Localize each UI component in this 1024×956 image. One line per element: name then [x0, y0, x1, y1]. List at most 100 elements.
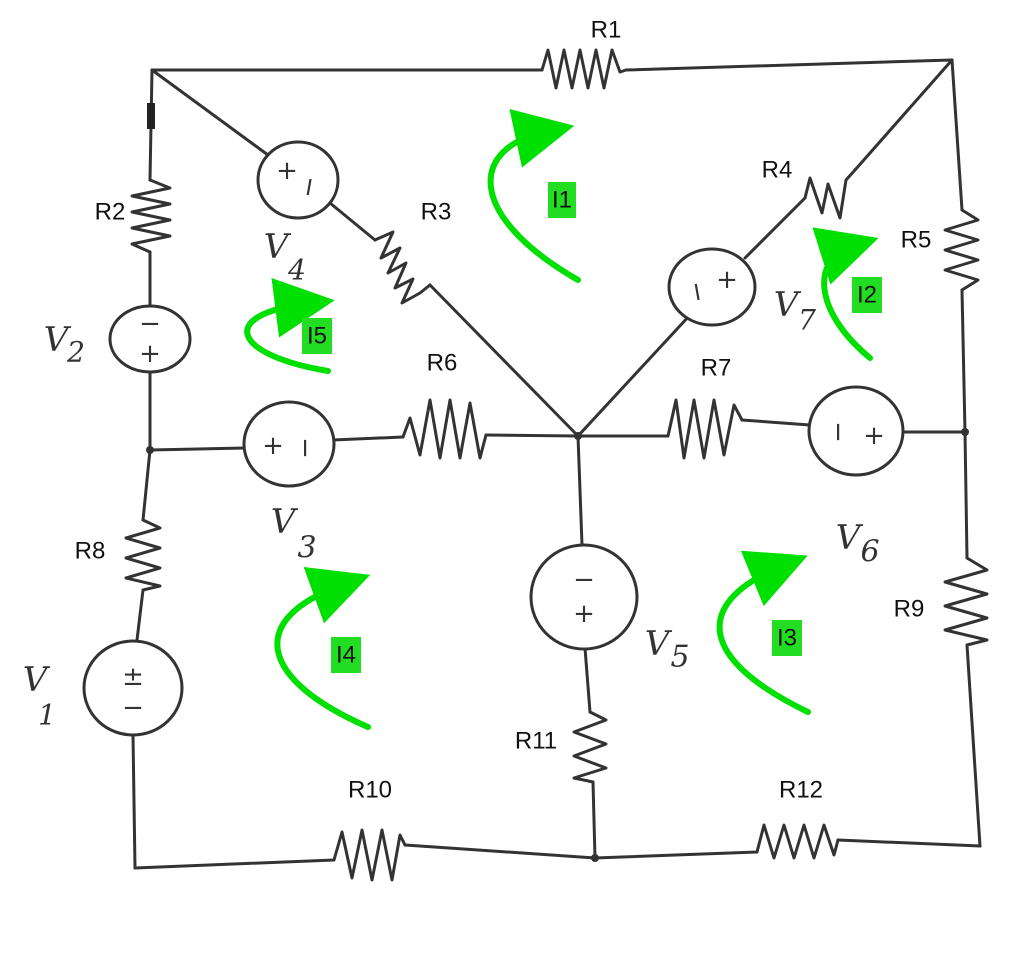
resistors	[124, 48, 989, 882]
label-v7: V 7	[774, 285, 816, 337]
source-v1-body	[82, 639, 184, 737]
source-v4-right-sign: −	[292, 174, 325, 201]
label-r7: R7	[701, 355, 732, 382]
wire-mid-left-c	[484, 433, 580, 438]
wire-centre-v5	[576, 434, 584, 547]
wire-mid-left-b	[331, 435, 405, 442]
label-r11: R11	[515, 728, 557, 755]
label-r3: R3	[421, 199, 452, 226]
source-v3-body	[242, 400, 336, 488]
wire-bottom-right-a	[593, 850, 759, 860]
loop-label-i5-text: I5	[307, 323, 327, 350]
source-v1-top-sign: ±	[122, 662, 144, 692]
wire-top-right	[624, 58, 954, 72]
label-v5-letter: V	[645, 624, 673, 664]
label-v6: V 6	[836, 518, 880, 570]
wire-v5-r11	[583, 646, 592, 714]
loop-currents: I1 I2 I3 I4 I5	[244, 108, 882, 730]
source-v3-right-sign: −	[290, 437, 320, 459]
source-v7-right-sign: +	[716, 265, 738, 295]
resistor-r11	[572, 710, 608, 784]
resistor-labels: R1 R2 R3 R4 R5 R6 R7 R8 R9 R10 R11 R12	[75, 17, 932, 804]
source-v5-top-sign: −	[573, 565, 595, 595]
resistor-r4	[803, 168, 857, 220]
loop-arrow-i1	[487, 108, 581, 283]
label-v7-letter: V	[774, 285, 802, 325]
label-r8: R8	[75, 538, 106, 565]
resistor-r1	[540, 48, 628, 90]
source-labels: V 1 V 2 V 3 V 4 V 5 V 6 V 7	[23, 227, 880, 732]
label-v3-sub: 3	[297, 531, 316, 566]
source-v2-body	[108, 304, 192, 374]
resistor-r6	[401, 398, 488, 460]
junction-left-mid	[146, 446, 154, 454]
label-v4-letter: V	[264, 227, 292, 267]
label-v6-sub: 6	[860, 535, 879, 570]
source-v2: − +	[108, 304, 192, 374]
label-r10: R10	[348, 777, 392, 804]
loop-label-i2-text: I2	[857, 282, 877, 309]
source-v2-top-sign: −	[139, 309, 161, 339]
source-v4-left-sign: +	[276, 156, 298, 186]
wire-diag-left-c	[428, 283, 580, 438]
wire-bottom-right-b	[836, 838, 982, 848]
wire-r9-bottom	[965, 643, 982, 848]
label-v1: V 1	[23, 660, 56, 732]
label-r2: R2	[95, 199, 126, 226]
wire-r11-bottom	[591, 780, 597, 860]
wire-node-r9	[963, 430, 969, 560]
label-r4: R4	[762, 157, 793, 184]
wire-bottom-mid	[403, 843, 597, 860]
junction-bottom-mid	[591, 854, 599, 862]
resistor-r12	[755, 823, 840, 860]
source-v1: ± −	[82, 639, 184, 737]
loop-label-i4-bg	[331, 637, 361, 673]
wire-r8-v1	[135, 588, 145, 642]
source-v5-body	[529, 543, 639, 651]
label-v3-letter: V	[271, 502, 299, 542]
source-v3-left-sign: +	[262, 431, 284, 461]
label-v4: V 4	[264, 227, 306, 287]
loop-label-i3-text: I3	[777, 625, 797, 652]
source-v5: − +	[529, 543, 639, 651]
wire-mid-left-a	[148, 446, 247, 452]
source-v6: − +	[807, 385, 905, 477]
wire-diag-left-b	[328, 201, 377, 242]
label-v4-sub: 4	[287, 254, 306, 287]
label-v7-sub: 7	[798, 304, 816, 337]
label-v5-sub: 5	[670, 640, 689, 675]
label-v2: V 2	[44, 320, 85, 369]
wire-bottom-left	[133, 858, 336, 870]
label-r9: R9	[894, 596, 925, 623]
loop-label-i4: I4	[331, 637, 361, 673]
loop-label-i5: I5	[302, 318, 332, 354]
wire-node-r8	[141, 448, 152, 522]
loop-label-i3: I3	[772, 620, 802, 656]
loop-arrow-i2	[812, 227, 879, 361]
wire-diag-left-a	[150, 68, 270, 157]
wire-diag-right-a	[853, 58, 954, 172]
source-v5-bottom-sign: +	[573, 599, 595, 629]
source-v6-left-sign: −	[823, 421, 853, 443]
junction-centre	[574, 432, 582, 440]
wires	[131, 58, 982, 870]
loop-arrow-i3	[716, 550, 811, 715]
label-v2-letter: V	[44, 320, 72, 360]
wire-mark	[147, 103, 155, 129]
wire-r5-node	[960, 288, 967, 434]
label-r6: R6	[427, 350, 458, 377]
label-v1-sub: 1	[38, 699, 56, 732]
resistor-r10	[332, 828, 407, 882]
resistor-r8	[124, 518, 162, 592]
source-v6-right-sign: +	[863, 421, 885, 451]
loop-label-i1-bg	[548, 182, 576, 218]
label-v3: V 3	[271, 502, 317, 566]
junctions	[146, 103, 969, 862]
resistor-r2	[130, 178, 172, 254]
loop-label-i2: I2	[852, 277, 882, 313]
label-r1: R1	[591, 17, 622, 44]
source-v7-left-sign: −	[680, 279, 713, 306]
label-v2-sub: 2	[66, 336, 85, 369]
label-v1-letter: V	[23, 660, 51, 700]
source-v1-bottom-sign: −	[122, 693, 144, 723]
